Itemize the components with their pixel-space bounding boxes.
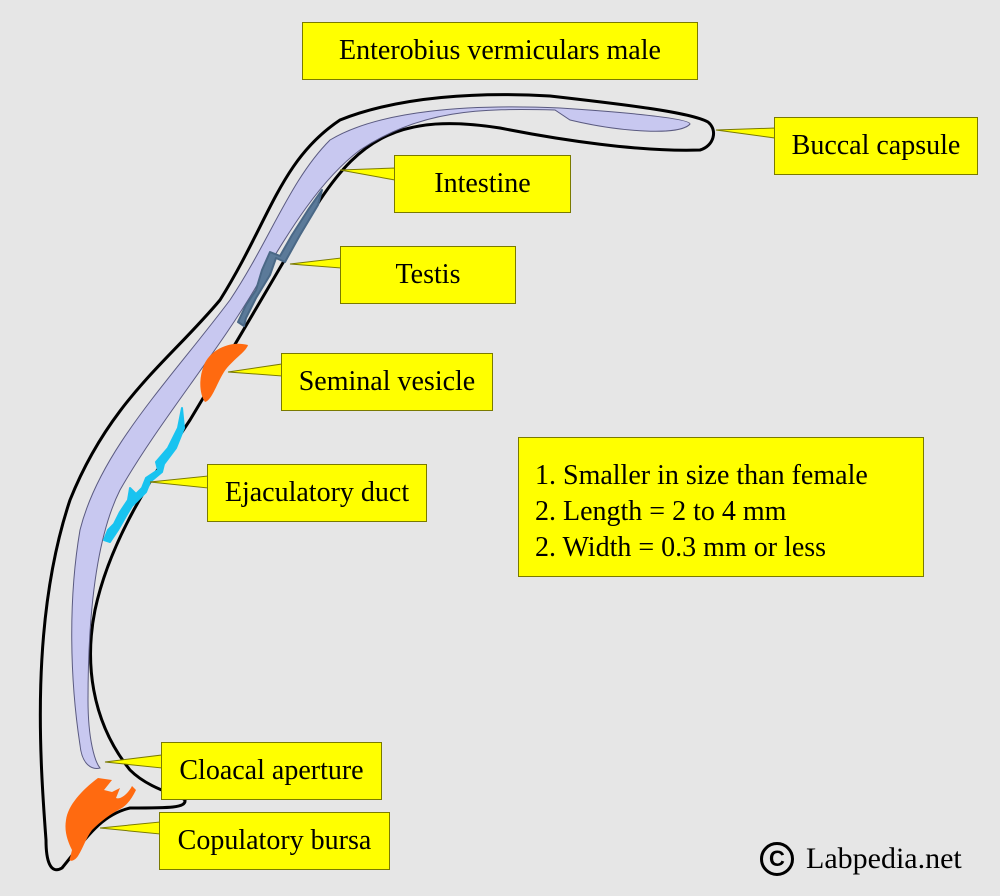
facts-box: 1. Smaller in size than female 2. Length… bbox=[518, 437, 924, 577]
watermark-text: Labpedia.net bbox=[806, 842, 962, 875]
pointer-buccal-capsule bbox=[715, 127, 776, 139]
label-intestine: Intestine bbox=[394, 155, 571, 213]
label-seminal-vesicle: Seminal vesicle bbox=[281, 353, 493, 411]
label-copulatory-bursa: Copulatory bursa bbox=[159, 812, 390, 870]
pointer-copulatory-bursa bbox=[99, 821, 161, 835]
pointer-cloacal-aperture bbox=[104, 754, 163, 769]
label-cloacal-aperture: Cloacal aperture bbox=[161, 742, 382, 800]
copyright-icon: C bbox=[760, 842, 794, 876]
fact-width: 2. Width = 0.3 mm or less bbox=[535, 532, 827, 563]
intestine-shape bbox=[71, 106, 691, 769]
label-buccal-capsule: Buccal capsule bbox=[774, 117, 978, 175]
fact-size: 1. Smaller in size than female bbox=[535, 460, 868, 491]
pointer-ejaculatory-duct bbox=[149, 475, 209, 489]
label-ejaculatory-duct: Ejaculatory duct bbox=[207, 464, 427, 522]
watermark: C Labpedia.net bbox=[760, 842, 962, 876]
copulatory-bursa-shape bbox=[65, 778, 136, 861]
pointer-testis bbox=[289, 257, 342, 269]
worm-body-outline bbox=[38, 93, 716, 872]
ejaculatory-duct-shape bbox=[103, 407, 185, 543]
diagram-title: Enterobius vermiculars male bbox=[302, 22, 698, 80]
seminal-vesicle-shape bbox=[200, 343, 248, 402]
label-testis: Testis bbox=[340, 246, 516, 304]
testis-shape bbox=[237, 189, 323, 327]
pointer-seminal-vesicle bbox=[227, 363, 283, 377]
fact-length: 2. Length = 2 to 4 mm bbox=[535, 496, 787, 527]
pointer-intestine bbox=[339, 167, 396, 181]
